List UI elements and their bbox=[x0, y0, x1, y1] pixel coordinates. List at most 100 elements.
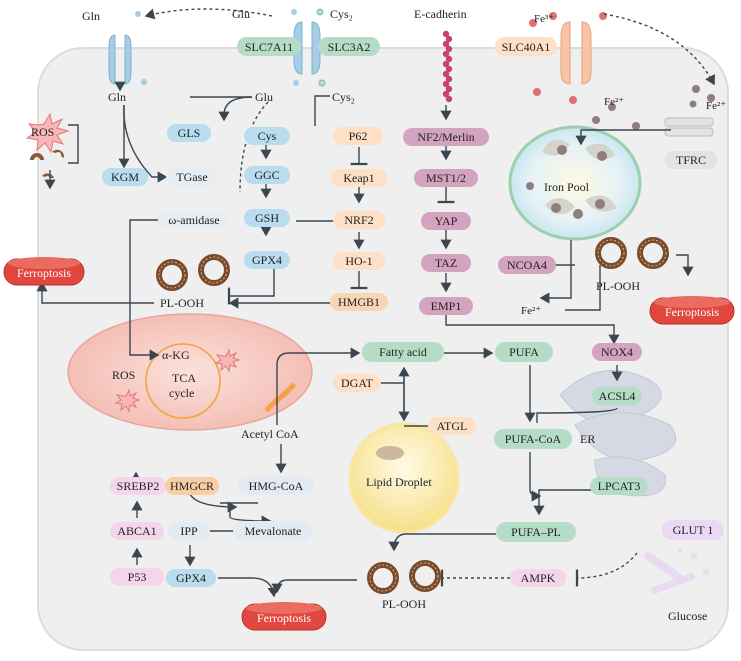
label-fe2-out: Fe²⁺ bbox=[706, 100, 726, 112]
node-fatty-acid: Fatty acid bbox=[362, 342, 444, 362]
svg-text:Fatty acid: Fatty acid bbox=[379, 345, 427, 359]
svg-text:GSH: GSH bbox=[255, 211, 279, 225]
node-kgm: KGM bbox=[102, 168, 148, 186]
svg-text:Ferroptosis: Ferroptosis bbox=[665, 305, 719, 319]
pathway-arrows bbox=[36, 8, 715, 598]
node-tgase: TGase bbox=[166, 168, 218, 186]
node-gsh: GSH bbox=[244, 209, 290, 227]
svg-text:NF2/Merlin: NF2/Merlin bbox=[417, 130, 474, 144]
node-ipp: IPP bbox=[168, 522, 210, 540]
ferroptosis-left: Ferroptosis bbox=[3, 257, 85, 286]
svg-text:GPX4: GPX4 bbox=[176, 571, 206, 585]
node-pufa: PUFA bbox=[495, 342, 553, 362]
svg-text:IPP: IPP bbox=[180, 524, 198, 538]
node-ho1: HO-1 bbox=[333, 252, 385, 270]
glucose-sugar-icon bbox=[643, 547, 709, 594]
e-cadherin-chain bbox=[442, 30, 453, 103]
node-acsl4: ACSL4 bbox=[592, 387, 642, 405]
star-mito-icon bbox=[214, 348, 241, 373]
node-p62: P62 bbox=[333, 127, 383, 145]
node-hmgcr: HMGCR bbox=[165, 477, 219, 495]
svg-text:GLS: GLS bbox=[178, 126, 201, 140]
label-er: ER bbox=[580, 432, 595, 446]
node-gpx4-bottom: GPX4 bbox=[166, 569, 216, 587]
svg-text:NRF2: NRF2 bbox=[344, 213, 373, 227]
label-glucose: Glucose bbox=[668, 609, 707, 623]
ferroptosis-right: Ferroptosis bbox=[649, 296, 735, 325]
node-cys: Cys bbox=[244, 127, 290, 145]
svg-text:PUFA–PL: PUFA–PL bbox=[511, 525, 561, 539]
label-ros-out: ROS bbox=[31, 125, 54, 139]
svg-text:Ferroptosis: Ferroptosis bbox=[17, 266, 71, 280]
svg-text:P53: P53 bbox=[128, 570, 147, 584]
svg-text:EMP1: EMP1 bbox=[431, 299, 462, 313]
svg-text:ω-amidase: ω-amidase bbox=[168, 213, 219, 227]
svg-text:Keap1: Keap1 bbox=[343, 171, 374, 185]
node-taz: TAZ bbox=[421, 254, 471, 272]
svg-text:LPCAT3: LPCAT3 bbox=[598, 479, 641, 493]
lipid-fragments-icon bbox=[30, 149, 65, 178]
svg-text:TFRC: TFRC bbox=[676, 153, 706, 167]
svg-text:GLUT 1: GLUT 1 bbox=[673, 523, 714, 537]
label-plooh-bottom: PL-OOH bbox=[382, 597, 426, 611]
svg-text:SLC3A2: SLC3A2 bbox=[328, 40, 371, 54]
label-fe3: Fe³⁺ bbox=[534, 13, 554, 25]
svg-text:SREBP2: SREBP2 bbox=[117, 479, 160, 493]
svg-text:TGase: TGase bbox=[176, 170, 207, 184]
svg-text:ABCA1: ABCA1 bbox=[117, 524, 156, 538]
svg-text:HMGCR: HMGCR bbox=[170, 479, 214, 493]
node-abca1: ABCA1 bbox=[110, 522, 164, 540]
label-acetyl-coa: Acetyl CoA bbox=[241, 427, 299, 441]
node-lpcat3: LPCAT3 bbox=[590, 477, 648, 495]
node-slc7a11: SLC7A11 bbox=[237, 37, 301, 56]
svg-text:KGM: KGM bbox=[111, 170, 139, 184]
node-slc40a1: SLC40A1 bbox=[495, 37, 557, 56]
svg-text:PUFA: PUFA bbox=[509, 345, 539, 359]
svg-text:SLC7A11: SLC7A11 bbox=[245, 40, 293, 54]
node-gls: GLS bbox=[167, 124, 211, 142]
svg-text:GGC: GGC bbox=[254, 168, 279, 182]
node-tfrc: TFRC bbox=[665, 151, 717, 169]
svg-text:HMG-CoA: HMG-CoA bbox=[249, 479, 304, 493]
svg-text:DGAT: DGAT bbox=[341, 376, 374, 390]
tca-cycle-circle bbox=[145, 343, 221, 419]
label-fe2-in: Fe²⁺ bbox=[604, 96, 624, 108]
tfrc-receptor bbox=[664, 117, 714, 137]
svg-text:PUFA-CoA: PUFA-CoA bbox=[505, 432, 562, 446]
svg-text:HMGB1: HMGB1 bbox=[338, 295, 380, 309]
node-glut1: GLUT 1 bbox=[662, 520, 724, 540]
svg-text:Mevalonate: Mevalonate bbox=[245, 524, 302, 538]
label-plooh-mid: PL-OOH bbox=[160, 296, 204, 310]
node-hmgb1: HMGB1 bbox=[330, 293, 388, 311]
label-gln-in: Gln bbox=[108, 90, 126, 104]
label-cys2-top: Cys₂ bbox=[330, 7, 353, 21]
node-slc3a2: SLC3A2 bbox=[318, 37, 380, 56]
svg-text:GPX4: GPX4 bbox=[252, 253, 282, 267]
label-iron-pool: Iron Pool bbox=[544, 180, 590, 194]
label-ecadherin: E-cadherin bbox=[414, 7, 467, 21]
node-pufa-pl: PUFA–PL bbox=[496, 522, 576, 542]
node-hmg-coa: HMG-CoA bbox=[238, 476, 314, 495]
label-lipid-droplet: Lipid Droplet bbox=[366, 475, 432, 489]
node-dgat: DGAT bbox=[333, 374, 381, 392]
label-plooh-right: PL-OOH bbox=[596, 279, 640, 293]
node-nox4: NOX4 bbox=[592, 343, 642, 361]
node-nrf2: NRF2 bbox=[333, 211, 385, 229]
node-ggc: GGC bbox=[244, 166, 290, 184]
svg-text:NOX4: NOX4 bbox=[601, 345, 633, 359]
svg-text:TAZ: TAZ bbox=[435, 256, 457, 270]
slc40a1-transporter bbox=[560, 21, 592, 85]
label-akg: α-KG bbox=[162, 348, 190, 362]
iron-vesicles bbox=[526, 139, 617, 219]
label-glu-top: Glu bbox=[232, 7, 250, 21]
svg-text:P62: P62 bbox=[349, 129, 368, 143]
node-emp1: EMP1 bbox=[419, 297, 473, 315]
node-atgl: ATGL bbox=[428, 417, 476, 435]
node-ampk: AMPK bbox=[510, 569, 566, 587]
node-mst: MST1/2 bbox=[414, 169, 478, 187]
label-tca: TCA bbox=[172, 371, 196, 385]
node-pufa-coa: PUFA-CoA bbox=[494, 429, 572, 449]
node-yap: YAP bbox=[421, 212, 471, 230]
svg-text:ATGL: ATGL bbox=[437, 419, 468, 433]
label-ros-mito: ROS bbox=[112, 368, 135, 382]
